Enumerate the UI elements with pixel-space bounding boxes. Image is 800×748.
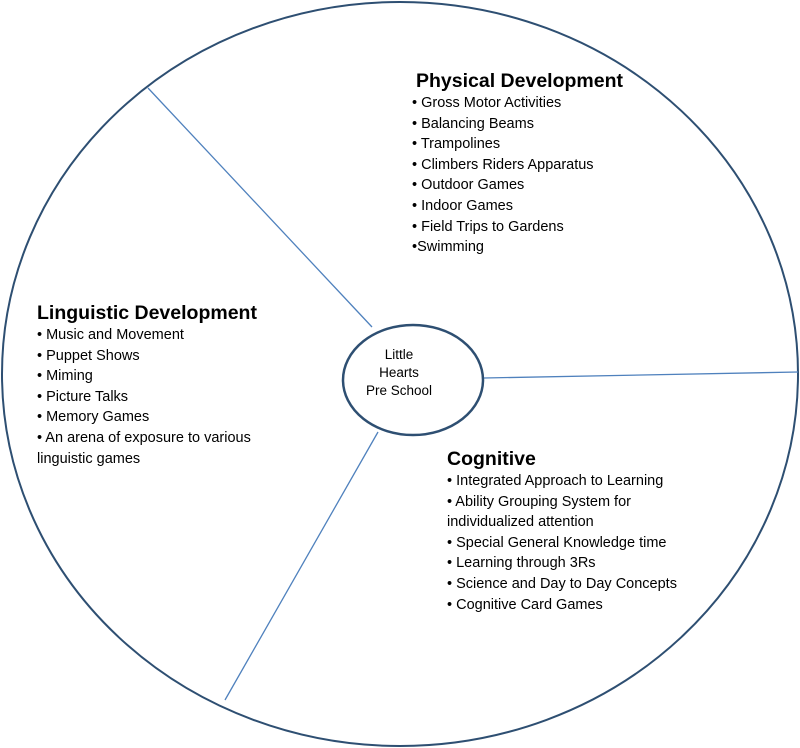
list-item: • Indoor Games <box>412 197 513 214</box>
list-item: • Ability Grouping System for <box>447 493 631 510</box>
list-item: •Swimming <box>412 239 484 256</box>
center-circle <box>341 323 485 437</box>
list-item: • Memory Games <box>37 409 150 426</box>
list-item: • Special General Knowledge time <box>447 534 667 551</box>
divider-right <box>483 371 799 379</box>
list-item: • Gross Motor Activities <box>412 95 562 111</box>
list-item: • Balancing Beams <box>412 115 534 132</box>
list-item: • Integrated Approach to Learning <box>447 473 664 489</box>
divider-lower-left <box>224 431 379 701</box>
list-item: • Learning through 3Rs <box>447 555 596 572</box>
list-item: • Music and Movement <box>37 327 184 343</box>
center-label-line2: Hearts <box>379 365 419 380</box>
linguistic-development-list: • Music and Movement • Puppet Shows • Mi… <box>37 325 297 469</box>
cognitive-list: • Integrated Approach to Learning • Abil… <box>447 471 717 615</box>
divider-upper-left <box>147 87 373 328</box>
list-item: • Cognitive Card Games <box>447 596 603 613</box>
cognitive-title: Cognitive <box>447 448 536 470</box>
linguistic-development-section: Linguistic Development • Music and Movem… <box>37 301 297 469</box>
center-label: Little Hearts Pre School <box>350 346 448 400</box>
list-item: • Outdoor Games <box>412 177 525 194</box>
physical-development-list: • Gross Motor Activities • Balancing Bea… <box>412 93 672 258</box>
linguistic-development-title: Linguistic Development <box>37 302 257 324</box>
list-item: • Trampolines <box>412 136 501 153</box>
center-label-line3: Pre School <box>365 383 433 398</box>
list-item: • Miming <box>37 368 93 385</box>
list-item: • Climbers Riders Apparatus <box>412 156 594 173</box>
physical-development-title: Physical Development <box>416 70 623 92</box>
cognitive-section: Cognitive • Integrated Approach to Learn… <box>447 447 717 615</box>
center-label-line1: Little <box>384 347 414 362</box>
list-item: • Puppet Shows <box>37 347 140 364</box>
list-item: linguistic games <box>37 450 141 467</box>
list-item: • Field Trips to Gardens <box>412 218 564 235</box>
list-item: • Science and Day to Day Concepts <box>447 575 677 592</box>
list-item: individualized attention <box>447 514 594 531</box>
physical-development-section: Physical Development • Gross Motor Activ… <box>412 69 672 258</box>
list-item: • Picture Talks <box>37 388 129 405</box>
list-item: • An arena of exposure to various <box>37 429 251 446</box>
